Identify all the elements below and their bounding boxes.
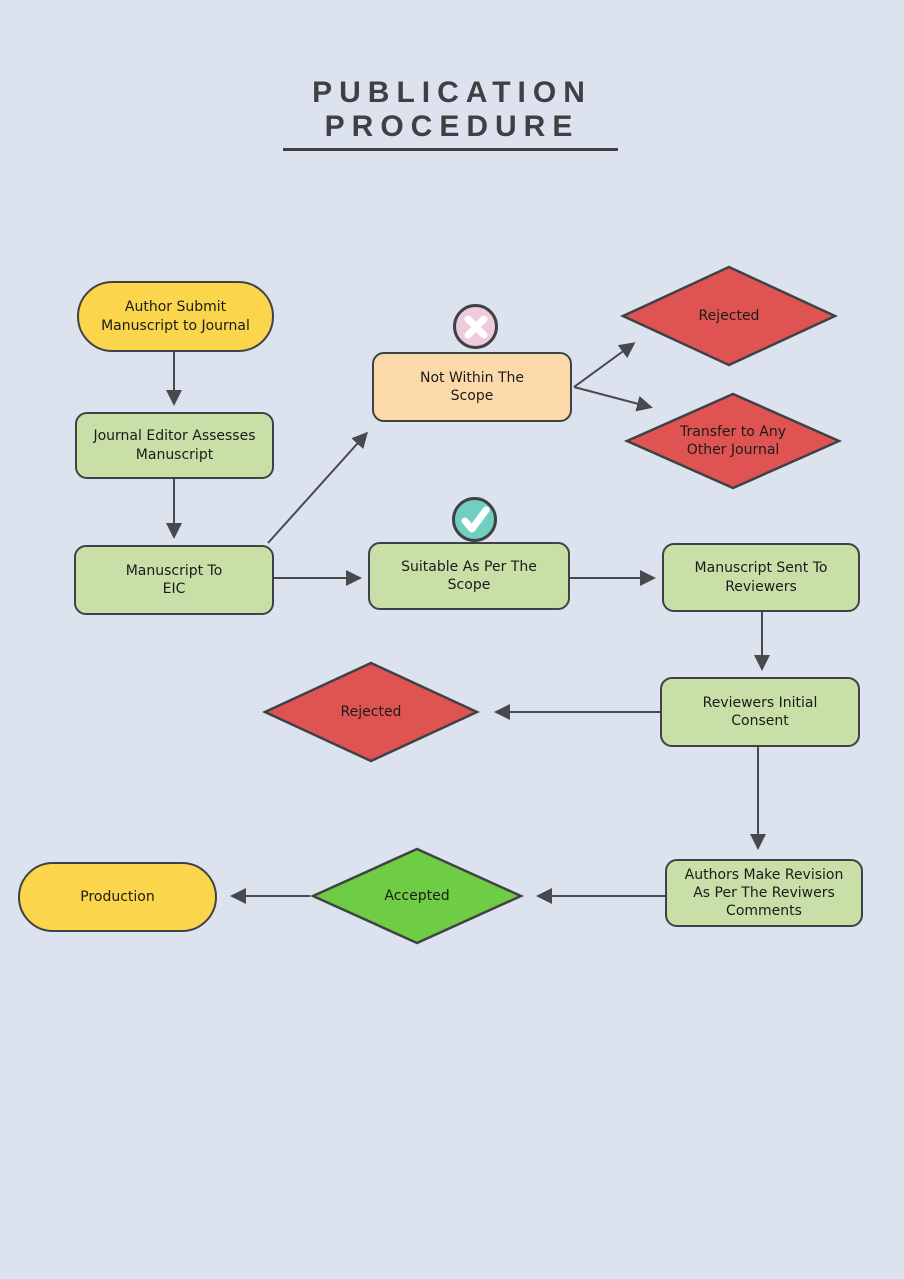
- node-label: Manuscript To EIC: [125, 562, 223, 597]
- node-label: Rejected: [340, 703, 402, 720]
- node-label: Transfer to Any Other Journal: [680, 423, 786, 458]
- page-title-line1: PUBLICATION: [312, 76, 592, 109]
- diamond-shape: [620, 265, 838, 367]
- node-rejected-top: Rejected: [619, 264, 839, 368]
- check-icon: [452, 497, 497, 542]
- arrow-not-within-scope-to-rejected: [573, 342, 636, 388]
- node-not-within-scope: Not Within The Scope: [372, 352, 572, 422]
- node-rejected-mid: Rejected: [261, 660, 481, 764]
- page-title-line2: PROCEDURE: [324, 110, 580, 143]
- arrow-eic-to-not-within-scope: [267, 431, 369, 544]
- cross-icon: [453, 304, 498, 349]
- diamond-shape: [262, 661, 480, 763]
- node-manuscript-to-eic: Manuscript To EIC: [74, 545, 274, 615]
- node-label: Authors Make Revision As Per The Reviwer…: [684, 866, 844, 920]
- node-label: Production: [80, 888, 155, 905]
- node-label: Manuscript Sent To Reviewers: [694, 560, 828, 595]
- diamond-shape: [309, 847, 525, 945]
- node-transfer-other-journal: Transfer to Any Other Journal: [623, 391, 843, 491]
- node-journal-editor: Journal Editor Assesses Manuscript: [75, 412, 274, 479]
- node-label: Journal Editor Assesses Manuscript: [93, 428, 256, 463]
- arrow-not-within-scope-to-transfer: [573, 386, 653, 412]
- title-underline: [283, 148, 618, 151]
- node-label: Accepted: [384, 887, 450, 904]
- node-manuscript-sent-reviewers: Manuscript Sent To Reviewers: [662, 543, 860, 612]
- node-accepted: Accepted: [309, 846, 525, 946]
- node-label: Rejected: [698, 307, 760, 324]
- node-author-submit: Author Submit Manuscript to Journal: [77, 281, 274, 352]
- node-label: Reviewers Initial Consent: [702, 694, 818, 729]
- node-label: Suitable As Per The Scope: [401, 558, 537, 593]
- node-label: Author Submit Manuscript to Journal: [101, 299, 250, 334]
- node-production: Production: [18, 862, 217, 932]
- node-reviewers-initial-consent: Reviewers Initial Consent: [660, 677, 860, 747]
- node-suitable-scope: Suitable As Per The Scope: [368, 542, 570, 610]
- node-authors-make-revision: Authors Make Revision As Per The Reviwer…: [665, 859, 863, 927]
- diamond-shape: [623, 392, 843, 490]
- check-glyph: [461, 506, 489, 532]
- page-title: PUBLICATION PROCEDURE: [0, 76, 904, 144]
- cross-glyph: [464, 315, 487, 338]
- node-label: Not Within The Scope: [419, 369, 524, 404]
